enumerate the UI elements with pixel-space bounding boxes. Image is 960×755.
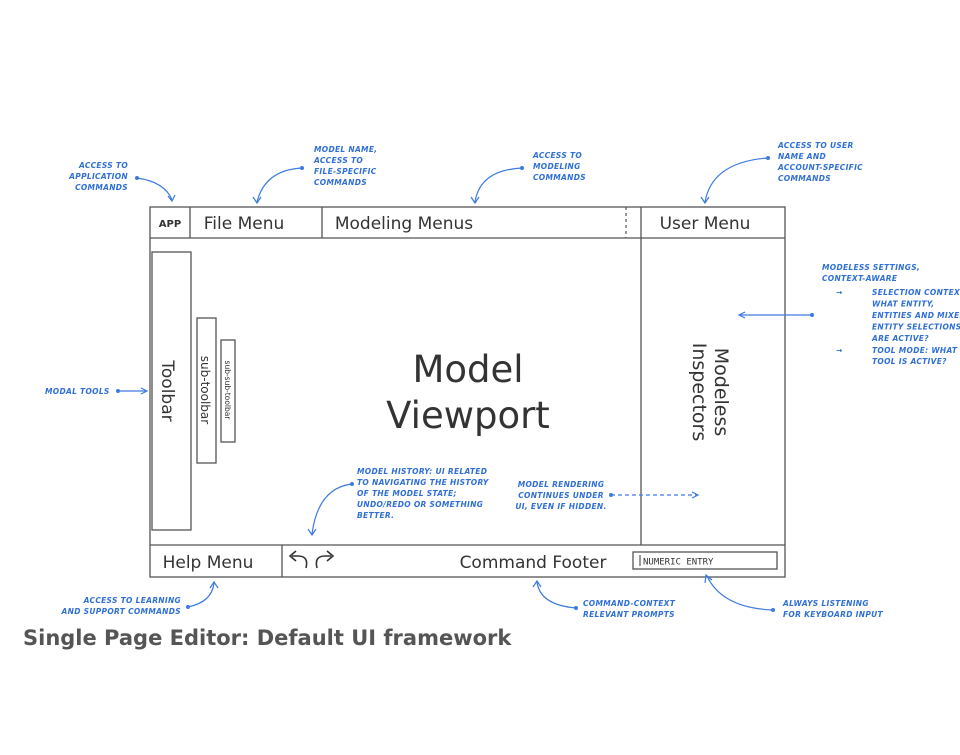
annotation-footer-line-2: RELEVANT PROMPTS xyxy=(583,610,675,619)
annotation-rendering-line-1: MODEL RENDERING xyxy=(518,480,605,489)
annotation-history-line-1: MODEL HISTORY: UI RELATED xyxy=(357,467,487,476)
annotation-file-line-1: MODEL NAME, xyxy=(314,145,377,154)
modeless-inspectors[interactable]: Modeless Inspectors xyxy=(688,343,732,442)
annotation-inspectors-bullet2-line-2: TOOL IS ACTIVE? xyxy=(872,357,947,366)
annotation-inspectors-bullet1-line-1: SELECTION CONTEXT: xyxy=(872,288,960,297)
undo-button[interactable] xyxy=(288,550,308,569)
annotation-file-line-3: FILE-SPECIFIC xyxy=(314,167,377,176)
help-anno-arrowhead xyxy=(209,580,219,589)
file-anno-arrowhead xyxy=(252,196,262,205)
annotation-history-line-5: BETTER. xyxy=(357,511,394,520)
annotation-help-line-2: AND SUPPORT COMMANDS xyxy=(61,607,181,616)
toolbar[interactable] xyxy=(151,251,192,531)
annotation-app-line-2: APPLICATION xyxy=(68,172,128,181)
diagram-caption: Single Page Editor: Default UI framework xyxy=(23,626,512,650)
numeric-entry-field[interactable] xyxy=(632,551,778,570)
annotation-inspectors-bullet1-line-5: ARE ACTIVE? xyxy=(871,334,929,343)
footer-anno-arrow xyxy=(536,581,577,609)
numeric-anno-arrow xyxy=(706,575,774,611)
user-menu[interactable]: User Menu xyxy=(660,214,751,234)
annotation-app-line-3: COMMANDS xyxy=(75,183,128,192)
app-button[interactable]: APP xyxy=(159,219,181,230)
numeric-anno-arrowhead xyxy=(704,573,713,584)
annotation-modeling-line-3: COMMANDS xyxy=(533,173,586,182)
help-anno-arrow xyxy=(187,582,215,608)
redo-icon xyxy=(315,550,335,569)
sub-sub-toolbar[interactable] xyxy=(220,339,236,443)
annotation-user-line-4: COMMANDS xyxy=(778,174,831,183)
viewport-title-line2: Viewport xyxy=(386,394,550,437)
modeling-anno-arrowhead xyxy=(470,196,480,205)
modal-anno-arrowhead xyxy=(140,387,149,395)
annotation-inspectors-bullet1-line-3: ENTITIES AND MIXED xyxy=(872,311,960,320)
annotation-history-line-2: TO NAVIGATING THE HISTORY xyxy=(357,478,490,487)
numeric-entry-placeholder: NUMERIC ENTRY xyxy=(643,558,714,568)
app-anno-arrowhead xyxy=(167,194,176,203)
annotation-history-line-3: OF THE MODEL STATE; xyxy=(357,489,457,498)
history-anno-arrow xyxy=(311,483,353,535)
annotation-history-line-4: UNDO/REDO OR SOMETHING xyxy=(357,500,483,509)
inspectors-label-line1: Modeless xyxy=(710,348,732,437)
sub-sub-toolbar-label: sub-sub-toolbar xyxy=(223,361,232,421)
annotation-modeling-line-2: MODELING xyxy=(533,162,581,171)
annotation-inspectors-head-line-2: CONTEXT-AWARE xyxy=(822,274,898,283)
help-menu[interactable]: Help Menu xyxy=(163,553,254,573)
annotation-rendering-line-3: UI, EVEN IF HIDDEN. xyxy=(515,502,606,511)
history-anno-arrowhead xyxy=(307,528,317,537)
connectors xyxy=(116,156,814,612)
app-anno-arrow xyxy=(136,177,173,201)
annotation-modal-tools-line-1: MODAL TOOLS xyxy=(45,387,110,396)
annotation-rendering-line-2: CONTINUES UNDER xyxy=(518,491,604,500)
viewport-title-line1: Model xyxy=(412,348,523,391)
annotation-user-line-2: NAME AND xyxy=(778,152,826,161)
annotation-modeling-line-1: ACCESS TO xyxy=(532,151,582,160)
annotation-inspectors-bullet1-line-2: WHAT ENTITY, xyxy=(872,300,934,309)
sub-toolbar-label: sub-toolbar xyxy=(198,356,212,424)
modeling-anno-arrow xyxy=(474,167,523,203)
modeling-menus[interactable]: Modeling Menus xyxy=(335,214,473,234)
annotation-file-line-2: ACCESS TO xyxy=(313,156,363,165)
annotation-inspectors-head-line-1: MODELESS SETTINGS, xyxy=(822,263,920,272)
sub-toolbar[interactable] xyxy=(196,317,217,464)
annotation-inspectors-bullet1-line-4: ENTITY SELECTIONS xyxy=(872,323,960,332)
inspectors-bullet-arrow-2: → xyxy=(836,346,843,355)
user-anno-arrow xyxy=(704,157,769,203)
annotation-app-line-1: ACCESS TO xyxy=(78,161,128,170)
annotation-inspectors-bullet2-line-1: TOOL MODE: WHAT xyxy=(872,346,958,355)
rendering-anno-arrowhead xyxy=(691,491,700,499)
annotation-user-line-3: ACCOUNT-SPECIFIC xyxy=(777,163,863,172)
annotation-file-line-4: COMMANDS xyxy=(314,178,367,187)
annotation-help-line-1: ACCESS TO LEARNING xyxy=(83,596,181,605)
command-footer: Command Footer xyxy=(460,553,607,573)
annotation-user-line-1: ACCESS TO USER xyxy=(777,141,854,150)
annotation-footer-line-1: COMMAND-CONTEXT xyxy=(583,599,676,608)
editor-frame xyxy=(149,206,786,578)
inspectors-anno-arrowhead xyxy=(737,311,746,319)
user-anno-arrowhead xyxy=(700,196,710,205)
inspectors-bullet-arrow-1: → xyxy=(836,288,843,297)
footer-anno-arrowhead xyxy=(532,579,542,588)
annotation-numeric-line-2: FOR KEYBOARD INPUT xyxy=(783,610,884,619)
file-menu[interactable]: File Menu xyxy=(204,214,285,234)
redo-button[interactable] xyxy=(315,550,335,569)
inspectors-label-line2: Inspectors xyxy=(688,343,710,442)
file-anno-arrow xyxy=(256,167,303,203)
annotation-numeric-line-1: ALWAYS LISTENING xyxy=(782,599,869,608)
undo-icon xyxy=(288,550,308,569)
toolbar-label: Toolbar xyxy=(157,359,177,421)
